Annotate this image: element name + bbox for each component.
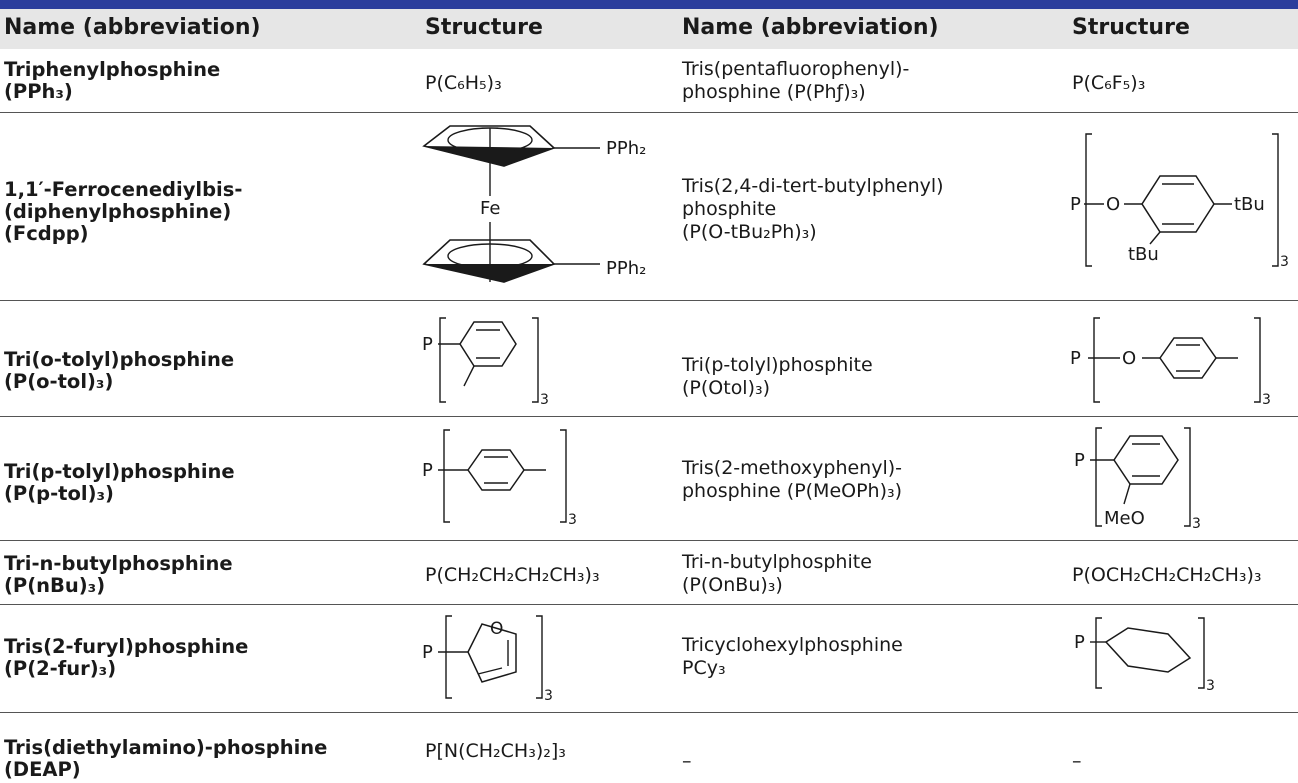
svg-text:P: P bbox=[1070, 348, 1081, 369]
svg-text:3: 3 bbox=[544, 688, 553, 704]
row4-left-abbr: (P(p-tol)₃) bbox=[4, 482, 114, 505]
svg-text:P: P bbox=[422, 460, 433, 481]
row5-right-formula: P(OCH₂CH₂CH₂CH₃)₃ bbox=[1072, 564, 1262, 586]
meo-label: MeO bbox=[1104, 508, 1145, 529]
row5-left-abbr: (P(nBu)₃) bbox=[4, 574, 106, 597]
svg-text:P: P bbox=[1074, 632, 1085, 653]
row2-left-name-3: (Fcdpp) bbox=[4, 222, 89, 245]
furyl-phosphine-structure: P O 3 bbox=[422, 615, 553, 704]
row5-left-name: Tri-n-butylphosphine bbox=[4, 552, 233, 575]
row2-right-name-1: Tris(2,4-di-tert-butylphenyl) bbox=[682, 175, 944, 197]
svg-text:P: P bbox=[422, 642, 433, 663]
row-divider bbox=[0, 604, 1298, 605]
row2-right-name-3: (P(O-tBu₂Ph)₃) bbox=[682, 221, 817, 243]
tri-tbu-phenyl-phosphite-structure: P O tBu tBu 3 bbox=[1070, 133, 1289, 270]
svg-text:3: 3 bbox=[1206, 678, 1215, 694]
furan-o-label: O bbox=[490, 619, 503, 639]
ferrocene-structure: PPh₂ Fe PPh₂ bbox=[422, 125, 646, 283]
svg-text:3: 3 bbox=[1192, 516, 1201, 532]
row6-left-name: Tris(2-furyl)phosphine bbox=[4, 635, 249, 658]
o-tolyl-phosphine-structure: P 3 bbox=[422, 317, 549, 408]
col-header-name-2: Name (abbreviation) bbox=[682, 15, 939, 40]
table-header-row bbox=[0, 9, 1298, 49]
row6-right-name-1: Tricyclohexylphosphine bbox=[682, 634, 903, 656]
row1-left-name: Triphenylphosphine bbox=[4, 58, 221, 81]
cyclohexyl-phosphine-structure: P 3 bbox=[1074, 617, 1215, 694]
svg-text:O: O bbox=[1122, 348, 1136, 369]
subscript-3: 3 bbox=[1280, 254, 1289, 270]
row7-left-formula: P[N(CH₂CH₃)₂]₃ bbox=[425, 740, 566, 762]
svg-text:3: 3 bbox=[1262, 392, 1271, 408]
row-divider bbox=[0, 416, 1298, 417]
row2-left-name-1: 1,1′-Ferrocenediylbis- bbox=[4, 178, 243, 201]
p-tolyl-phosphine-structure: P 3 bbox=[422, 429, 577, 528]
row4-right-name-2: phosphine (P(MeOPh)₃) bbox=[682, 480, 903, 502]
svg-text:3: 3 bbox=[568, 512, 577, 528]
p-label: P bbox=[1070, 194, 1081, 215]
row6-left-abbr: (P(2-fur)₃) bbox=[4, 657, 117, 680]
row1-right-name-2: phosphine (P(Phƒ)₃) bbox=[682, 81, 866, 103]
row3-left-abbr: (P(o-tol)₃) bbox=[4, 370, 114, 393]
row5-right-name-1: Tri-n-butylphosphite bbox=[682, 551, 872, 573]
col-header-structure-2: Structure bbox=[1072, 15, 1190, 40]
row2-right-name-2: phosphite bbox=[682, 198, 777, 220]
row4-left-name: Tri(p-tolyl)phosphine bbox=[4, 460, 235, 483]
row7-left-abbr: (DEAP) bbox=[4, 758, 81, 781]
col-header-structure-1: Structure bbox=[425, 15, 543, 40]
row7-left-name: Tris(diethylamino)-phosphine bbox=[4, 736, 328, 759]
row-divider bbox=[0, 540, 1298, 541]
methoxyphenyl-phosphine-structure: P MeO 3 bbox=[1074, 427, 1201, 532]
row1-left-formula: P(C₆H₅)₃ bbox=[425, 72, 502, 94]
row6-right-name-2: PCy₃ bbox=[682, 657, 726, 679]
table-caption-bar bbox=[0, 0, 1298, 9]
tbu-label-para: tBu bbox=[1234, 194, 1265, 215]
row3-right-name-1: Tri(p-tolyl)phosphite bbox=[682, 354, 873, 376]
row-divider bbox=[0, 112, 1298, 113]
svg-text:3: 3 bbox=[540, 392, 549, 408]
tbu-label-ortho: tBu bbox=[1128, 244, 1159, 265]
row3-left-name: Tri(o-tolyl)phosphine bbox=[4, 348, 235, 371]
o-label: O bbox=[1106, 194, 1120, 215]
row3-right-name-2: (P(Otol)₃) bbox=[682, 377, 771, 399]
row1-right-name-1: Tris(pentafluorophenyl)- bbox=[682, 58, 910, 80]
pph2-bottom-label: PPh₂ bbox=[606, 258, 646, 279]
row4-right-name-1: Tris(2-methoxyphenyl)- bbox=[682, 457, 903, 479]
pph2-top-label: PPh₂ bbox=[606, 138, 646, 159]
row1-right-formula: P(C₆F₅)₃ bbox=[1072, 72, 1146, 94]
row1-left-abbr: (PPh₃) bbox=[4, 80, 73, 103]
row7-right-name: – bbox=[682, 750, 692, 772]
row2-left-name-2: (diphenylphosphine) bbox=[4, 200, 232, 223]
svg-text:P: P bbox=[1074, 450, 1085, 471]
row5-right-name-2: (P(OnBu)₃) bbox=[682, 574, 783, 596]
row-divider bbox=[0, 300, 1298, 301]
row7-right-formula: – bbox=[1072, 750, 1082, 772]
svg-text:P: P bbox=[422, 334, 433, 355]
row5-left-formula: P(CH₂CH₂CH₂CH₃)₃ bbox=[425, 564, 600, 586]
col-header-name-1: Name (abbreviation) bbox=[4, 15, 261, 40]
p-tolyl-phosphite-structure: P O 3 bbox=[1070, 317, 1271, 408]
fe-label: Fe bbox=[480, 198, 500, 219]
row-divider bbox=[0, 712, 1298, 713]
